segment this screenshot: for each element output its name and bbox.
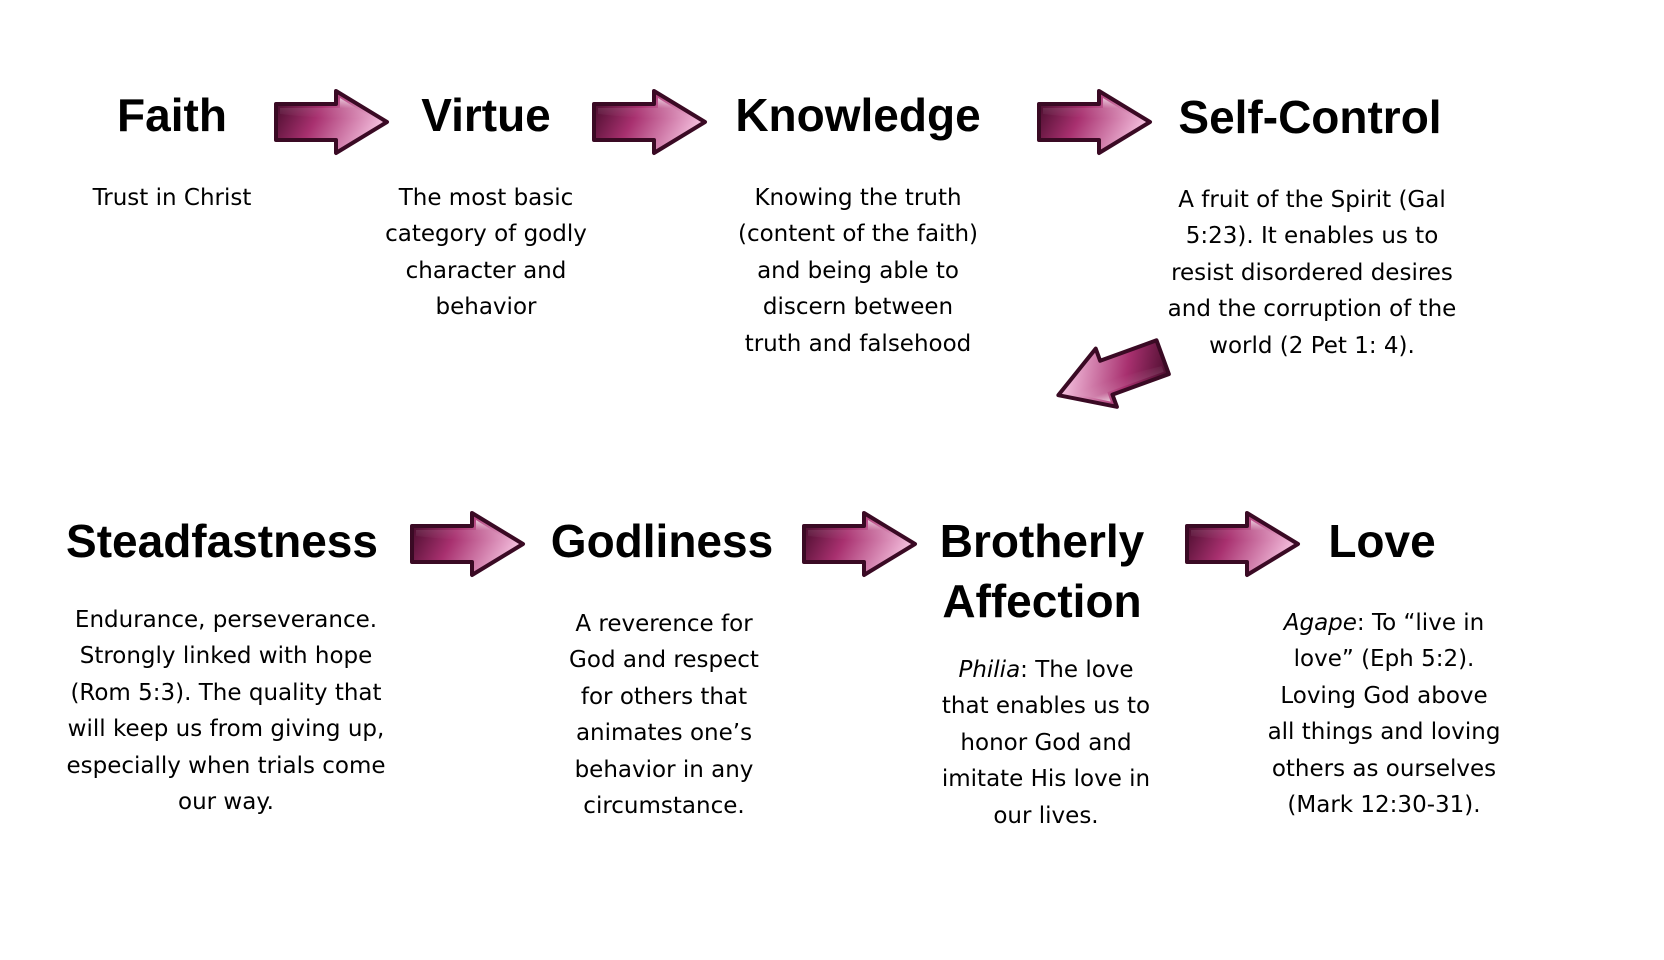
step-desc-love: Agape: To “live in love” (Eph 5:2). Lovi… bbox=[1267, 610, 1501, 819]
step-title-virtue: Virtue bbox=[421, 89, 551, 141]
step-desc-self-control: A fruit of the Spirit (Gal 5:23). It ena… bbox=[1167, 187, 1457, 359]
step-title-knowledge: Knowledge bbox=[735, 89, 981, 141]
step-desc-godliness: A reverence for God and respect for othe… bbox=[569, 611, 759, 820]
term-agape: Agape bbox=[1283, 610, 1357, 636]
term-philia: Philia bbox=[958, 657, 1021, 683]
step-desc-brotherly-affection: Philia: The love that enables us to hono… bbox=[941, 657, 1151, 829]
step-desc-steadfastness: Endurance, perseverance. Strongly linked… bbox=[66, 607, 386, 816]
step-desc-knowledge: Knowing the truth (content of the faith)… bbox=[737, 185, 979, 357]
step-title-faith: Faith bbox=[117, 89, 227, 141]
step-title-love: Love bbox=[1328, 515, 1436, 567]
step-desc-virtue: The most basic category of godly charact… bbox=[385, 185, 587, 321]
step-title-steadfastness: Steadfastness bbox=[66, 515, 378, 567]
step-desc-faith: Trust in Christ bbox=[92, 185, 252, 211]
step-title-self-control: Self-Control bbox=[1178, 91, 1442, 143]
step-title-godliness: Godliness bbox=[550, 515, 774, 567]
step-title-brotherly-affection: Brotherly Affection bbox=[939, 515, 1145, 627]
